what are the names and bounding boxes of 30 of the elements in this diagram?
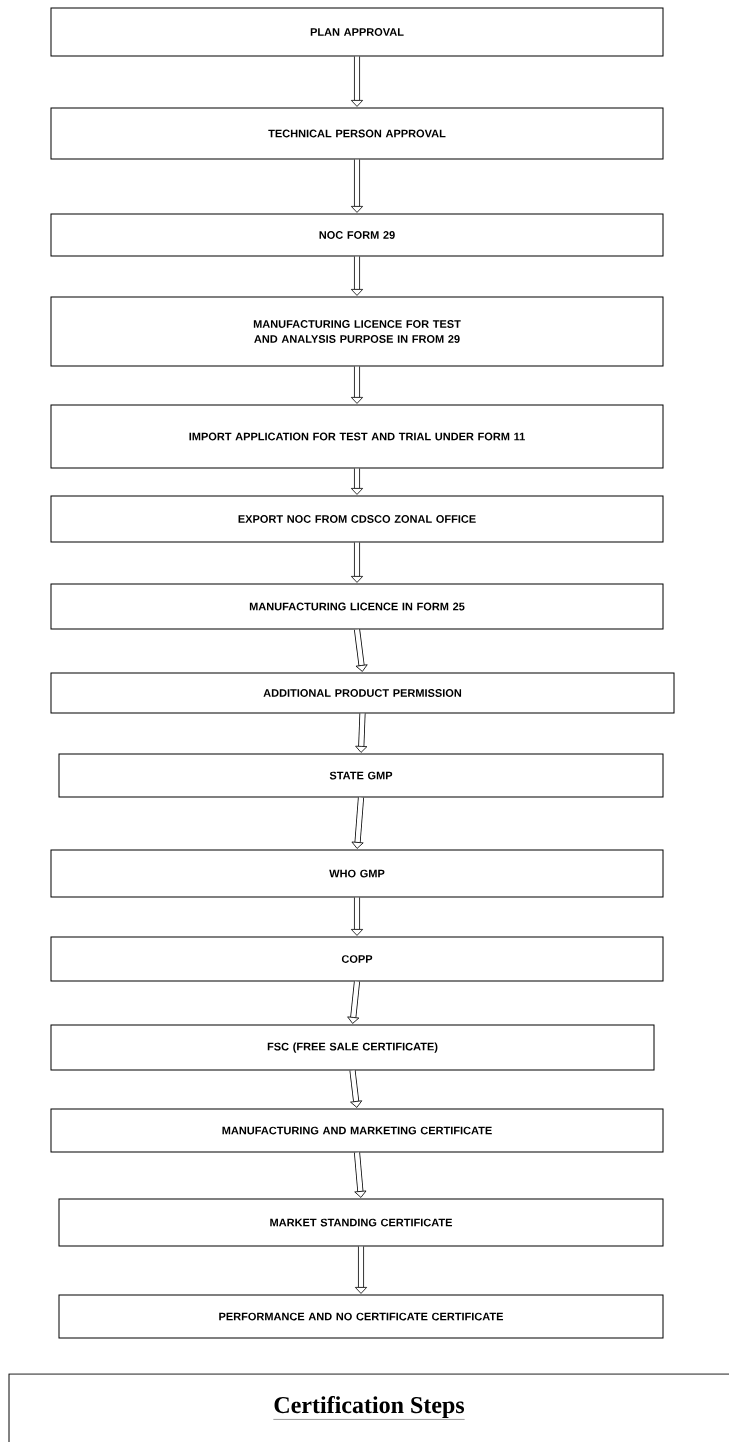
process-box: MANUFACTURING LICENCE IN FORM 25 [50, 583, 664, 630]
caption-box: Certification Steps [8, 1373, 729, 1442]
process-box: PERFORMANCE AND NO CERTIFICATE CERTIFICATE [58, 1294, 664, 1339]
arrow [354, 1246, 368, 1294]
process-box: TECHNICAL PERSON APPROVAL [50, 107, 664, 160]
arrow [350, 366, 364, 404]
arrow [350, 468, 364, 495]
process-box: WHO GMP [50, 849, 664, 898]
process-box: MARKET STANDING CERTIFICATE [58, 1198, 664, 1247]
process-box: ADDITIONAL PRODUCT PERMISSION [50, 672, 675, 714]
process-box: EXPORT NOC FROM CDSCO ZONAL OFFICE [50, 495, 664, 543]
arrow [350, 56, 364, 107]
arrow [355, 713, 368, 753]
arrow [350, 542, 364, 583]
arrow [350, 159, 364, 213]
process-box: COPP [50, 936, 664, 982]
process-box: IMPORT APPLICATION FOR TEST AND TRIAL UNDER FORM 11 [50, 404, 664, 469]
arrow [351, 797, 365, 849]
process-box: MANUFACTURING AND MARKETING CERTIFICATE [50, 1108, 664, 1153]
arrow [347, 981, 361, 1024]
arrow [349, 1070, 363, 1108]
process-box: FSC (FREE SALE CERTIFICATE) [50, 1024, 655, 1071]
arrow [353, 1152, 367, 1198]
arrow [353, 629, 368, 672]
process-box: NOC FORM 29 [50, 213, 664, 257]
process-box: MANUFACTURING LICENCE FOR TEST AND ANALYSIS PURPOSE IN FROM 29 [50, 296, 664, 367]
arrow [350, 897, 364, 936]
process-box: STATE GMP [58, 753, 664, 798]
arrow [350, 256, 364, 296]
process-box: PLAN APPROVAL [50, 7, 664, 57]
